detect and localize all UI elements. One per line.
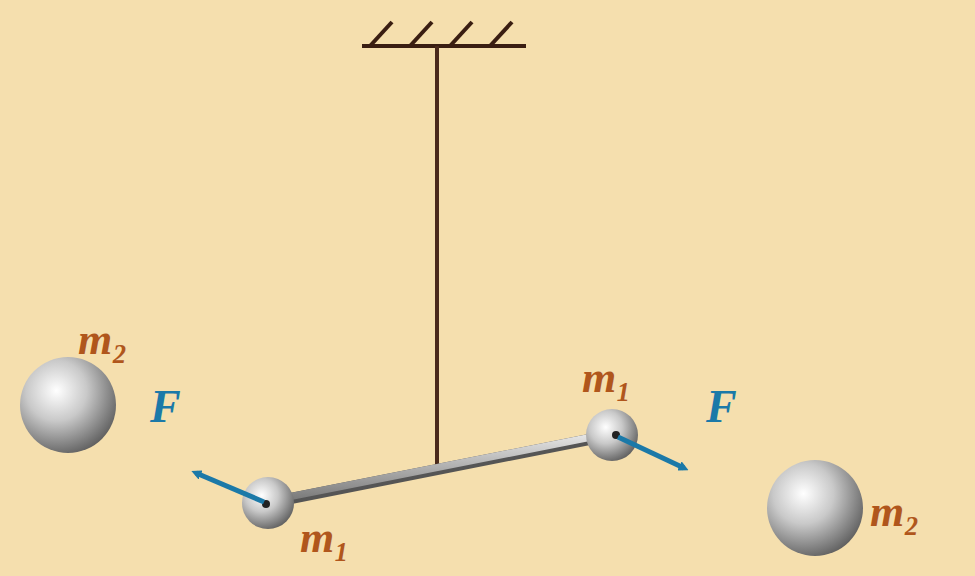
force-label: F <box>150 384 181 430</box>
mass-label: m₁ <box>300 516 350 560</box>
rod <box>268 433 612 501</box>
mass-label: m₂ <box>870 490 920 534</box>
mass-label: m₂ <box>78 318 128 362</box>
ceiling-support <box>362 22 526 46</box>
torsion-fiber <box>435 46 439 466</box>
small-sphere <box>586 409 638 461</box>
force-label: F <box>706 384 737 430</box>
large-sphere <box>767 460 863 556</box>
force-arrow <box>196 473 264 502</box>
mass-label: m₁ <box>582 356 632 400</box>
small-sphere <box>242 477 294 529</box>
force-arrow <box>618 437 684 468</box>
large-sphere <box>20 357 116 453</box>
